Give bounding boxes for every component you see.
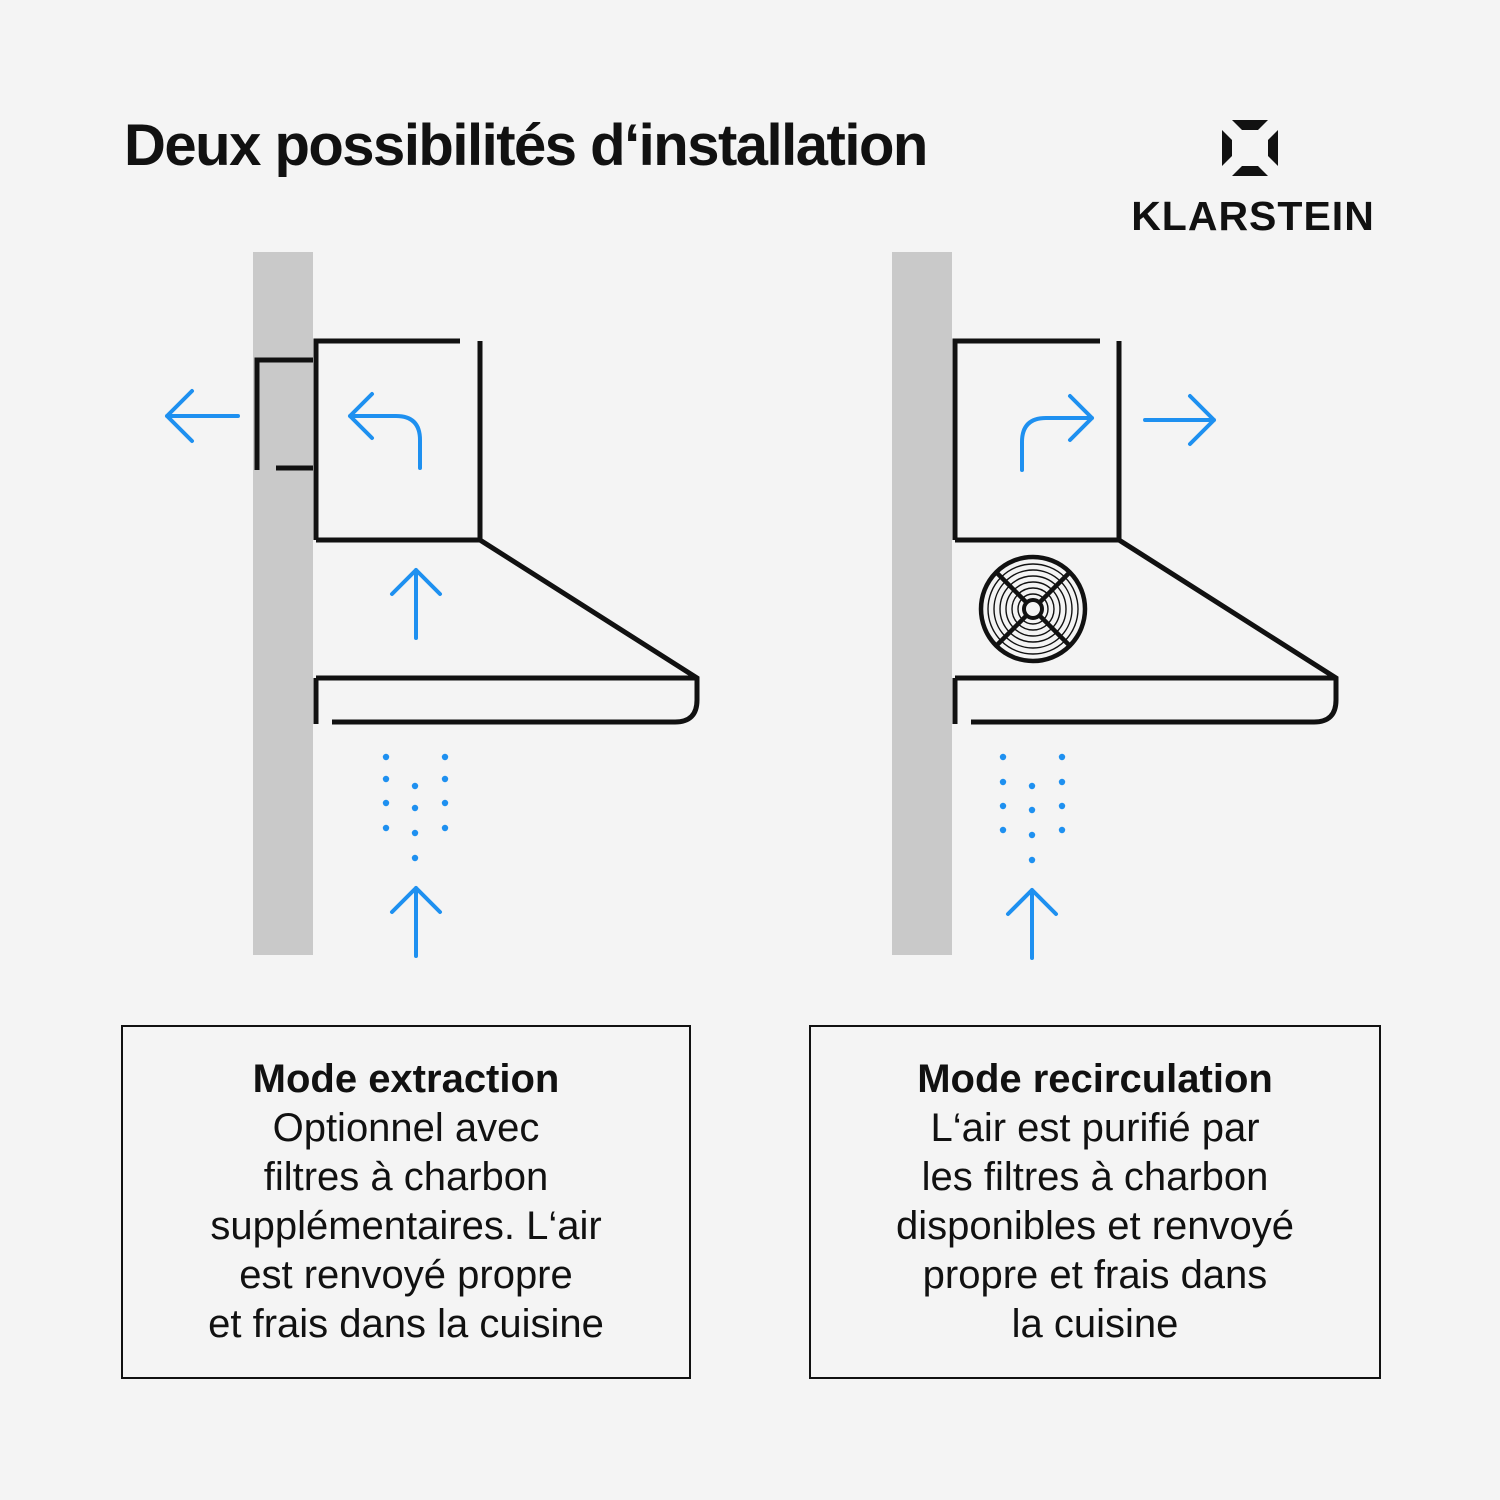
caption-extraction-line: et frais dans la cuisine: [208, 1302, 604, 1346]
wall-left: [253, 252, 313, 955]
recirculation-diagram: [892, 252, 1339, 960]
arrow-up-left-inside: [390, 568, 442, 640]
hood-right: [952, 338, 1339, 725]
extraction-diagram: [165, 252, 700, 958]
arrow-up-right-bottom: [1006, 888, 1058, 960]
caption-recirculation-title: Mode recirculation: [917, 1057, 1273, 1101]
wall-duct-outlet: [254, 357, 313, 471]
installation-diagrams: .ln { fill: none; stroke: #111; stroke-w…: [165, 252, 1339, 960]
caption-extraction-line: filtres à charbon: [263, 1155, 549, 1199]
klarstein-logo-icon: [1222, 120, 1278, 176]
hood-left: [313, 338, 700, 725]
brand-logo: KLARSTEIN: [1118, 116, 1388, 246]
page-title: Deux possibilités d‘installation: [124, 113, 928, 178]
caption-extraction: Mode extraction Optionnel avec filtres à…: [121, 1025, 691, 1379]
arrow-right-outside: [1143, 394, 1216, 446]
caption-recirculation: Mode recirculation L‘air est purifié par…: [809, 1025, 1381, 1379]
air-dots-right: [999, 753, 1066, 864]
caption-extraction-line: est renvoyé propre: [239, 1253, 573, 1297]
caption-recirculation-line: disponibles et renvoyé: [895, 1204, 1295, 1248]
air-dots-left: [382, 753, 449, 862]
caption-extraction-title: Mode extraction: [252, 1057, 560, 1101]
brand-name: KLARSTEIN: [1131, 193, 1375, 239]
arrow-curve-left: [348, 392, 422, 470]
fan-icon: [978, 554, 1088, 664]
caption-recirculation-line: les filtres à charbon: [921, 1155, 1269, 1199]
caption-extraction-line: supplémentaires. L‘air: [210, 1204, 602, 1248]
caption-recirculation-line: L‘air est purifié par: [930, 1106, 1260, 1150]
wall-right: [892, 252, 952, 955]
arrow-curve-right: [1020, 394, 1094, 472]
caption-extraction-line: Optionnel avec: [272, 1106, 540, 1150]
caption-recirculation-line: propre et frais dans: [922, 1253, 1268, 1297]
arrow-left-outside: [165, 389, 240, 443]
arrow-up-left-bottom: [390, 886, 442, 958]
caption-recirculation-line: la cuisine: [1011, 1302, 1179, 1346]
